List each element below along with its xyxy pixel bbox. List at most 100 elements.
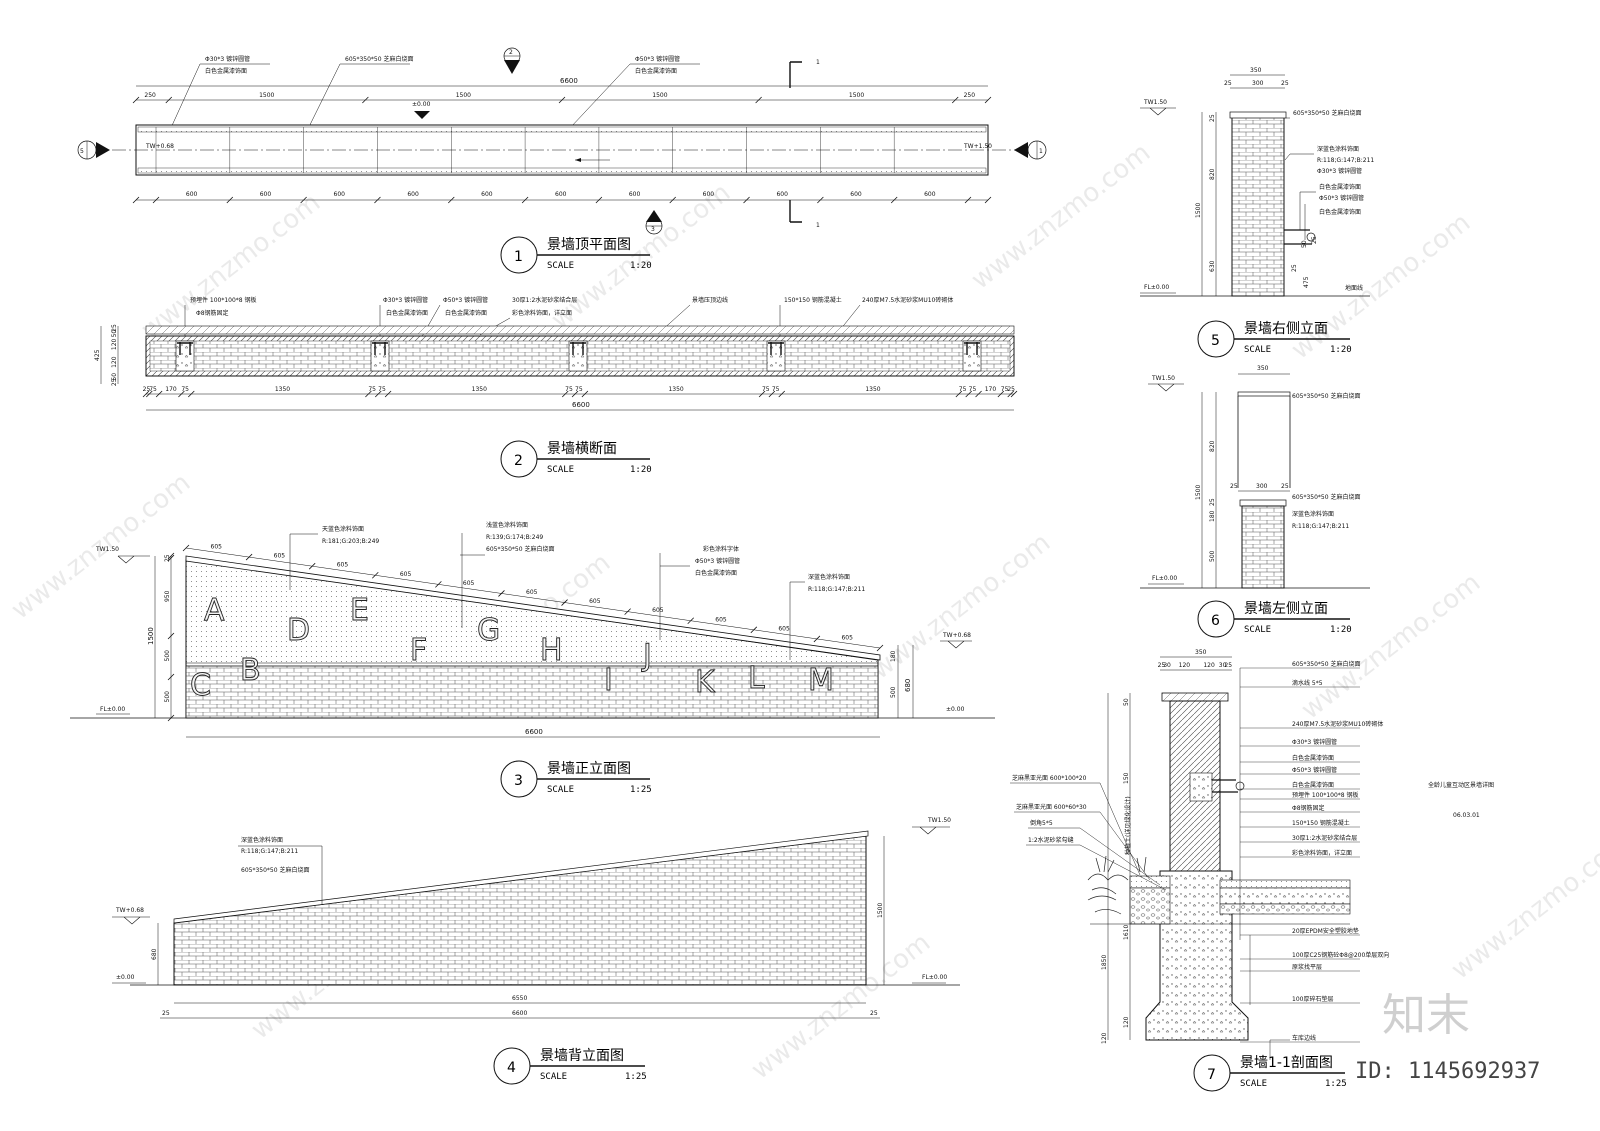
dim-value: 50 xyxy=(111,373,118,381)
section-note: 车库边线 xyxy=(1292,1034,1316,1042)
wall-letter: I xyxy=(604,663,613,698)
dim-value: 1500 xyxy=(259,92,274,99)
wall-letter: L xyxy=(748,661,765,696)
dim-value: 820 xyxy=(1209,440,1216,452)
dim-value: 50 xyxy=(1301,240,1308,248)
level-label: FL±0.00 xyxy=(1144,284,1169,291)
side-note: Φ30*3 镀锌圆管 xyxy=(1317,167,1362,175)
scale-label: SCALE xyxy=(547,261,574,271)
section-note: 150*150 钢筋混凝土 xyxy=(784,296,842,304)
drawing-number: 7 xyxy=(1207,1067,1216,1083)
drawing-title: 景墙右侧立面 xyxy=(1244,321,1328,337)
dim-value: 475 xyxy=(1303,276,1310,288)
section-note: 预埋件 100*100*8 钢板 xyxy=(1292,791,1359,799)
dim-value: 605 xyxy=(652,607,664,614)
dim-total: 6600 xyxy=(560,77,578,85)
watermark-text: www.znzmo.com xyxy=(1446,828,1600,986)
front-note: R:181;G:203;B:249 xyxy=(322,538,379,545)
dim-value: 600 xyxy=(186,191,198,198)
section-note: 150*150 钢筋混凝土 xyxy=(1292,819,1350,827)
watermark-text: www.znzmo.com xyxy=(546,178,736,336)
dim-value: 605 xyxy=(337,562,349,569)
wall-letter: G xyxy=(477,613,500,648)
dim-value: 120 xyxy=(1123,1016,1130,1028)
plan-view: Φ30*3 镀锌圆管 白色金属漆饰面 605*350*50 芝麻白烧面 Φ50*… xyxy=(77,47,1047,274)
watermark-text: www.znzmo.com xyxy=(136,188,326,346)
wall-letter: K xyxy=(695,665,716,700)
front-note: R:139;G:174;B:249 xyxy=(486,534,543,541)
dim-value: 75 xyxy=(565,386,573,393)
section-note: 1:2水泥砂浆勾缝 xyxy=(1028,836,1074,844)
front-note: R:118;G:147;B:211 xyxy=(808,586,865,593)
drawing-title: 景墙1-1剖面图 xyxy=(1240,1055,1333,1071)
tw-right-label: TW+1.50 xyxy=(963,143,992,150)
dim-value: 75 xyxy=(969,386,977,393)
concrete-post xyxy=(370,340,390,372)
drawing-number: 1 xyxy=(514,249,523,265)
dim-total: 1500 xyxy=(147,627,155,645)
level-label: FL±0.00 xyxy=(100,706,125,713)
section-note: Φ50*3 镀锌圆管 xyxy=(443,296,488,304)
dim-total: 6600 xyxy=(512,1010,527,1017)
concrete-post xyxy=(175,340,195,372)
dim-value: 1500 xyxy=(849,92,864,99)
dim-value: 605 xyxy=(778,625,790,632)
side-note: 白色金属漆饰面 xyxy=(1319,208,1361,216)
section-note: 芝麻黑亚光面 600*60*30 xyxy=(1016,803,1087,811)
scale-label: SCALE xyxy=(547,785,574,795)
dim-value: 1350 xyxy=(275,386,290,393)
side-note: 605*350*50 芝麻白烧面 xyxy=(1292,493,1360,501)
wall-letter: J xyxy=(641,638,652,673)
level-label: ±0.00 xyxy=(116,974,135,981)
scale-value: 1:20 xyxy=(1330,345,1352,355)
callout-number: 5 xyxy=(80,148,84,155)
ground-label: 地面线 xyxy=(1345,284,1363,292)
dim-value: 170 xyxy=(985,386,997,393)
dim-value: 25 xyxy=(143,386,151,393)
front-note: 白色金属漆饰面 xyxy=(695,569,737,577)
elevation-label: ±0.00 xyxy=(412,101,431,108)
dim-value: 605 xyxy=(841,634,853,641)
wall-side-body xyxy=(1241,505,1285,589)
section-note: 30厚1:2水泥砂浆结合层 xyxy=(512,296,577,304)
dim-value: 50 xyxy=(1123,698,1130,706)
section-note: 白色金属漆饰面 xyxy=(1292,754,1334,762)
watermark-text: www.znzmo.com xyxy=(966,138,1156,296)
wall-letter: F xyxy=(410,633,427,668)
dim-value: 500 xyxy=(164,650,171,662)
dim-value: 25 xyxy=(111,324,118,332)
back-elevation-view: 深蓝色涂料饰面 R:118;G:147;B:211 605*350*50 芝麻白… xyxy=(112,817,960,1085)
plan-note: Φ30*3 镀锌圆管 xyxy=(205,55,250,63)
section-mark: 1 xyxy=(816,59,820,66)
section-note: 彩色涂料饰面，详立面 xyxy=(1292,849,1352,857)
dim-total: 1500 xyxy=(1195,485,1202,500)
dim-value: 605 xyxy=(274,553,286,560)
level-label: FL±0.00 xyxy=(922,974,947,981)
scale-value: 1:20 xyxy=(630,261,652,271)
level-label: TW+0.68 xyxy=(942,632,971,639)
left-side-elevation-view: 350 25 300 25 TW1.50 FL±0.00 1500 820 25… xyxy=(1140,365,1370,638)
dim-value: 25 xyxy=(1209,114,1216,122)
wall-letter: E xyxy=(350,593,369,628)
project-name: 全龄儿童互动区景墙详图 xyxy=(1428,781,1494,789)
dim-value: 25 xyxy=(111,378,118,386)
concrete-post xyxy=(766,340,786,372)
wall-letter: M xyxy=(808,663,834,698)
dim-value: 350 xyxy=(1250,67,1262,74)
section-note: 白色金属漆饰面 xyxy=(445,309,487,317)
section-note: 20厚EPDM安全塑胶地垫 xyxy=(1292,927,1359,935)
callout-number: 3 xyxy=(651,226,655,233)
dim-value: 30 xyxy=(1219,662,1227,669)
drawing-number: 4 xyxy=(507,1060,516,1076)
planting-note: 种植土(详见绿化设计) xyxy=(1124,796,1132,855)
side-note: Φ50*3 镀锌圆管 xyxy=(1319,194,1364,202)
dim-value: 120 xyxy=(1203,662,1215,669)
section-note: 30厚1:2水泥砂浆结合层 xyxy=(1292,834,1357,842)
dim-value: 25 xyxy=(1224,662,1232,669)
dim-total: 6600 xyxy=(572,401,590,409)
side-note: 深蓝色涂料饰面 xyxy=(1317,145,1359,153)
dim-value: 605 xyxy=(526,589,538,596)
dim-value: 600 xyxy=(555,191,567,198)
dim-total: 6600 xyxy=(525,728,543,736)
concrete-post xyxy=(962,340,982,372)
